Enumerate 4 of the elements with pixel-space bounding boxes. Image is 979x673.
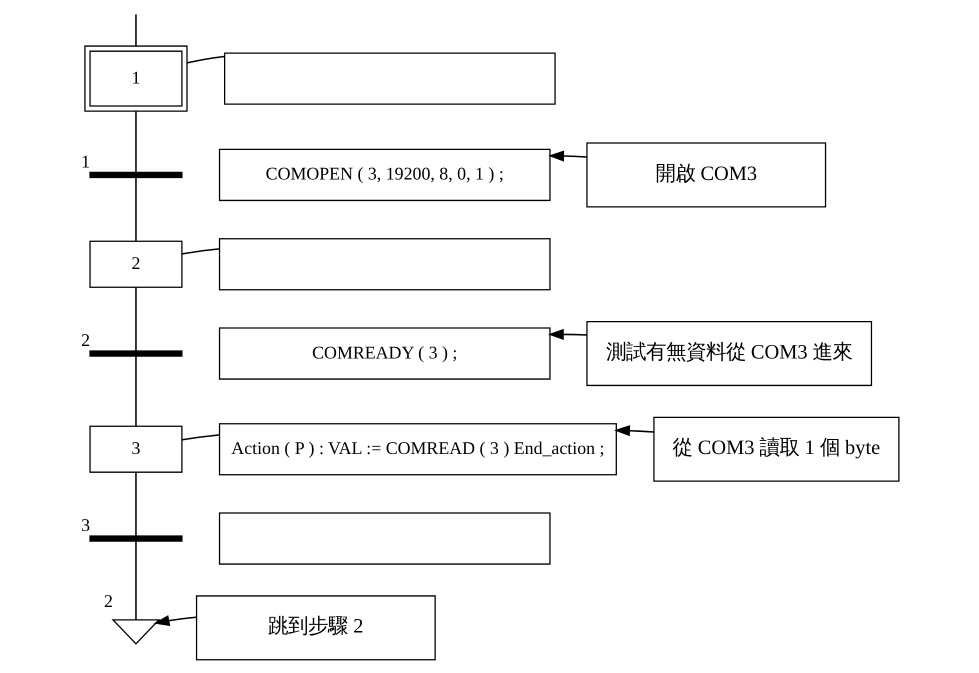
node-label: 1 xyxy=(80,152,90,172)
node-label: 2 xyxy=(80,330,90,350)
node-label: 3 xyxy=(80,515,90,536)
node-label: 2 xyxy=(104,591,112,612)
